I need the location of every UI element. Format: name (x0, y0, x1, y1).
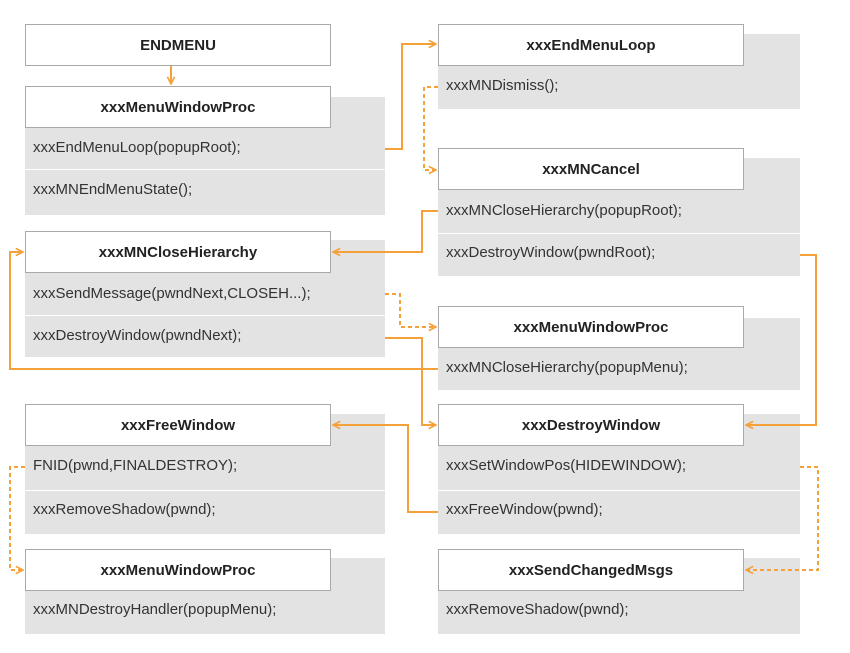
box-menuproc2-title: xxxMenuWindowProc (438, 306, 744, 348)
box-menuproc2-row-0: xxxMNCloseHierarchy(popupMenu); (446, 359, 688, 376)
separator (25, 490, 385, 491)
box-destroywin-row-1: xxxFreeWindow(pwnd); (446, 501, 603, 518)
box-destroywin-row-0: xxxSetWindowPos(HIDEWINDOW); (446, 457, 687, 474)
separator (438, 490, 800, 491)
link-endmenuloop-call (385, 44, 436, 150)
separator (438, 233, 800, 234)
link-setwindowpos-changedmsgs (746, 466, 819, 570)
box-menuproc3-row-0: xxxMNDestroyHandler(popupMenu); (33, 601, 277, 618)
box-cancel-row-0: xxxMNCloseHierarchy(popupRoot); (446, 202, 682, 219)
box-destroywin-title: xxxDestroyWindow (438, 404, 744, 446)
link-closehierarchy-recursive (9, 252, 438, 370)
box-endmenu-title: ENDMENU (25, 24, 331, 66)
link-freewindow-call (333, 425, 438, 513)
separator (25, 169, 385, 170)
box-closehier1-row-1: xxxDestroyWindow(pwndNext); (33, 327, 242, 344)
separator (25, 315, 385, 316)
box-cancel-title: xxxMNCancel (438, 148, 744, 190)
link-destroywindow-next (385, 337, 436, 425)
link-destroywindow-root (746, 254, 817, 425)
box-menuproc1-row-0: xxxEndMenuLoop(popupRoot); (33, 139, 241, 156)
box-menuproc1-row-1: xxxMNEndMenuState(); (33, 181, 193, 198)
box-menuproc3-title: xxxMenuWindowProc (25, 549, 331, 591)
link-dismiss-cancel (423, 86, 438, 170)
link-sendmessage-menuproc (385, 293, 436, 327)
box-freewin-title: xxxFreeWindow (25, 404, 331, 446)
box-cancel-row-1: xxxDestroyWindow(pwndRoot); (446, 244, 656, 261)
box-closehier1-title: xxxMNCloseHierarchy (25, 231, 331, 273)
box-freewin-row-1: xxxRemoveShadow(pwnd); (33, 501, 216, 518)
link-finaldestroy-menuproc (9, 466, 25, 570)
box-endloop-title: xxxEndMenuLoop (438, 24, 744, 66)
box-changedmsgs-row-0: xxxRemoveShadow(pwnd); (446, 601, 629, 618)
box-endloop-row-0: xxxMNDismiss(); (446, 77, 559, 94)
box-changedmsgs-title: xxxSendChangedMsgs (438, 549, 744, 591)
box-freewin-row-0: FNID(pwnd,FINALDESTROY); (33, 457, 238, 474)
box-closehier1-row-0: xxxSendMessage(pwndNext,CLOSEH...); (33, 285, 311, 302)
link-cancel-closehierarchy (333, 210, 438, 252)
box-menuproc1-title: xxxMenuWindowProc (25, 86, 331, 128)
